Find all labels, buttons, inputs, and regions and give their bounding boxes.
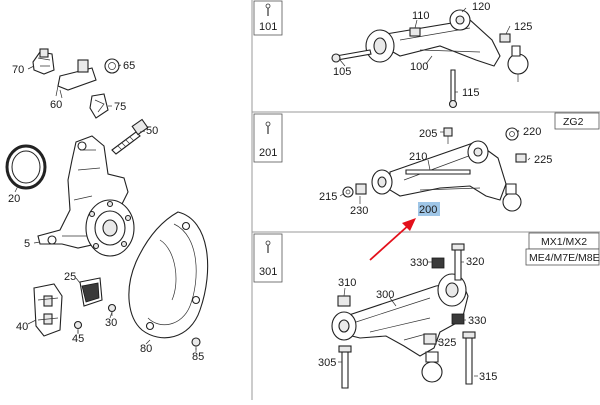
callout-100[interactable]: 100 <box>410 61 428 73</box>
callout-315[interactable]: 315 <box>479 371 497 383</box>
part-210-bolt <box>405 169 471 175</box>
callout-300[interactable]: 300 <box>376 289 394 301</box>
part-215-washer <box>342 186 354 198</box>
part-wheel-hub <box>85 199 135 257</box>
section-201-label: 201 <box>259 147 277 159</box>
control-arm-300 <box>331 273 469 383</box>
callout-225[interactable]: 225 <box>534 154 552 166</box>
section-101-callouts: 110 120 125 105 100 115 <box>333 1 532 99</box>
variant-tag-mx: MX1/MX2 <box>528 232 600 250</box>
left-callouts: 70 65 60 75 50 20 5 25 40 30 45 80 85 <box>8 60 204 363</box>
callout-45[interactable]: 45 <box>72 333 84 345</box>
red-pointer-arrow <box>369 218 416 261</box>
callout-205[interactable]: 205 <box>419 128 437 140</box>
callout-50[interactable]: 50 <box>146 125 158 137</box>
part-65-cap <box>104 58 120 74</box>
part-20-ring <box>5 144 47 190</box>
callout-20[interactable]: 20 <box>8 193 20 205</box>
callout-110[interactable]: 110 <box>412 10 430 22</box>
callout-65[interactable]: 65 <box>123 60 135 72</box>
callout-5[interactable]: 5 <box>24 238 30 250</box>
callout-125[interactable]: 125 <box>514 21 532 33</box>
callout-305[interactable]: 305 <box>318 357 336 369</box>
part-320-bolt <box>451 243 465 281</box>
part-40-bracket <box>33 283 63 337</box>
part-50-bolt <box>111 118 149 155</box>
callout-200-highlight <box>418 202 440 216</box>
callout-70[interactable]: 70 <box>12 64 24 76</box>
callout-320[interactable]: 320 <box>466 256 484 268</box>
callout-105[interactable]: 105 <box>333 66 351 78</box>
part-25-cover <box>79 277 103 307</box>
callout-220[interactable]: 220 <box>523 126 541 138</box>
variant-tag-zg2: ZG2 <box>554 112 600 130</box>
section-301-box[interactable]: 301 <box>253 233 283 283</box>
callout-310[interactable]: 310 <box>338 277 356 289</box>
part-105-bolt <box>331 49 372 63</box>
section-301-label: 301 <box>259 266 277 278</box>
callout-30[interactable]: 30 <box>105 317 117 329</box>
part-75-clip <box>89 93 109 119</box>
callout-85[interactable]: 85 <box>192 351 204 363</box>
section-101-label: 101 <box>259 21 277 33</box>
part-60-sensor <box>55 59 97 97</box>
section-301-leaders <box>338 261 478 377</box>
part-220-washer <box>505 127 519 141</box>
svg-text:MX1/MX2: MX1/MX2 <box>541 236 587 248</box>
callout-115[interactable]: 115 <box>462 87 480 99</box>
callout-215[interactable]: 215 <box>319 191 337 203</box>
part-305-bolt <box>338 345 352 389</box>
callout-80[interactable]: 80 <box>140 343 152 355</box>
section-201-callouts: 205 220 210 225 215 230 200 <box>319 126 552 217</box>
callout-60[interactable]: 60 <box>50 99 62 111</box>
callout-325[interactable]: 325 <box>438 337 456 349</box>
callout-330-upper[interactable]: 330 <box>410 257 428 269</box>
part-225-nut <box>515 153 527 163</box>
part-30-screw <box>107 303 117 316</box>
part-315-bolt <box>462 331 476 385</box>
section-201-box[interactable]: 201 <box>253 113 283 163</box>
part-230-nut <box>355 183 367 195</box>
part-115-bolt <box>448 69 458 109</box>
part-330-nut-upper <box>431 257 445 269</box>
upper-arm-100 <box>365 9 529 82</box>
part-80-dust-shield <box>128 211 209 339</box>
part-110-bushing <box>409 27 421 37</box>
part-310-nut <box>337 295 351 307</box>
variant-tag-me4: ME4/M7E/M8E <box>525 248 600 266</box>
svg-text:ZG2: ZG2 <box>563 116 584 128</box>
part-330-nut-lower <box>451 313 465 325</box>
callout-40[interactable]: 40 <box>16 321 28 333</box>
callout-200[interactable]: 200 <box>419 204 437 216</box>
left-leader-lines <box>14 64 197 350</box>
callout-75[interactable]: 75 <box>114 101 126 113</box>
callout-25[interactable]: 25 <box>64 271 76 283</box>
control-arm-200 <box>371 140 522 212</box>
part-205-bolt <box>443 127 453 144</box>
part-70-bracket <box>32 48 55 75</box>
section-101-leaders <box>339 7 511 93</box>
svg-text:ME4/M7E/M8E: ME4/M7E/M8E <box>529 252 600 264</box>
callout-210[interactable]: 210 <box>409 151 427 163</box>
part-325-nut <box>423 333 437 345</box>
section-201-leaders <box>339 129 531 204</box>
callout-230[interactable]: 230 <box>350 205 368 217</box>
part-125-nut <box>499 33 511 43</box>
section-301-callouts: 310 330 320 300 330 325 305 315 <box>318 256 497 383</box>
section-101-box[interactable]: 101 <box>253 0 283 36</box>
callout-120[interactable]: 120 <box>472 1 490 13</box>
callout-330-lower[interactable]: 330 <box>468 315 486 327</box>
